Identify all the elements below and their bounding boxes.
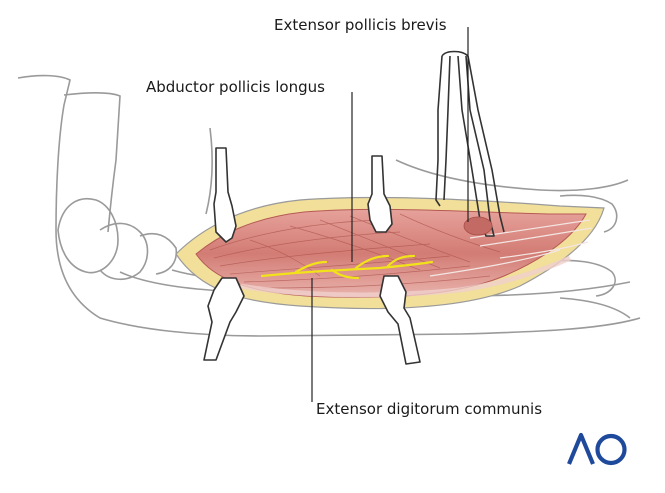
label-abductor-pollicis-longus: Abductor pollicis longus <box>146 78 325 96</box>
tendons <box>429 219 593 277</box>
retractor-upper-left <box>213 147 237 243</box>
fascia-edge <box>239 255 572 298</box>
label-extensor-pollicis-brevis: Extensor pollicis brevis <box>274 16 447 34</box>
grasped-tendon <box>463 216 493 236</box>
leader-lines <box>311 27 469 402</box>
forceps <box>435 50 505 237</box>
retractor-lower-left <box>203 277 245 361</box>
label-extensor-digitorum-communis: Extensor digitorum communis <box>316 400 543 418</box>
retractor-lower-right <box>379 275 421 365</box>
retractor-upper-right <box>367 155 393 233</box>
radial-nerve-branch <box>260 254 434 280</box>
ao-logo: AO <box>567 432 627 466</box>
